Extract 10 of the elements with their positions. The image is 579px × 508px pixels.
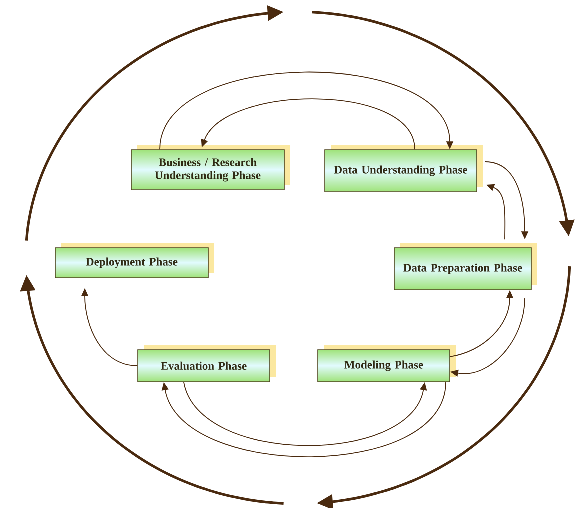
phase-box: Evaluation Phase <box>138 345 276 382</box>
arrow <box>160 72 454 150</box>
arrow <box>184 382 428 446</box>
phase-box: Data Understanding Phase <box>324 145 483 192</box>
phase-box: Data Preparation Phase <box>394 243 538 290</box>
phase-box: Modeling Phase <box>318 345 456 382</box>
phase-box: Deployment Phase <box>55 243 214 278</box>
arrow <box>162 382 446 458</box>
phase-box: Business / Research Understanding Phase <box>131 145 290 190</box>
arrow <box>201 98 416 150</box>
